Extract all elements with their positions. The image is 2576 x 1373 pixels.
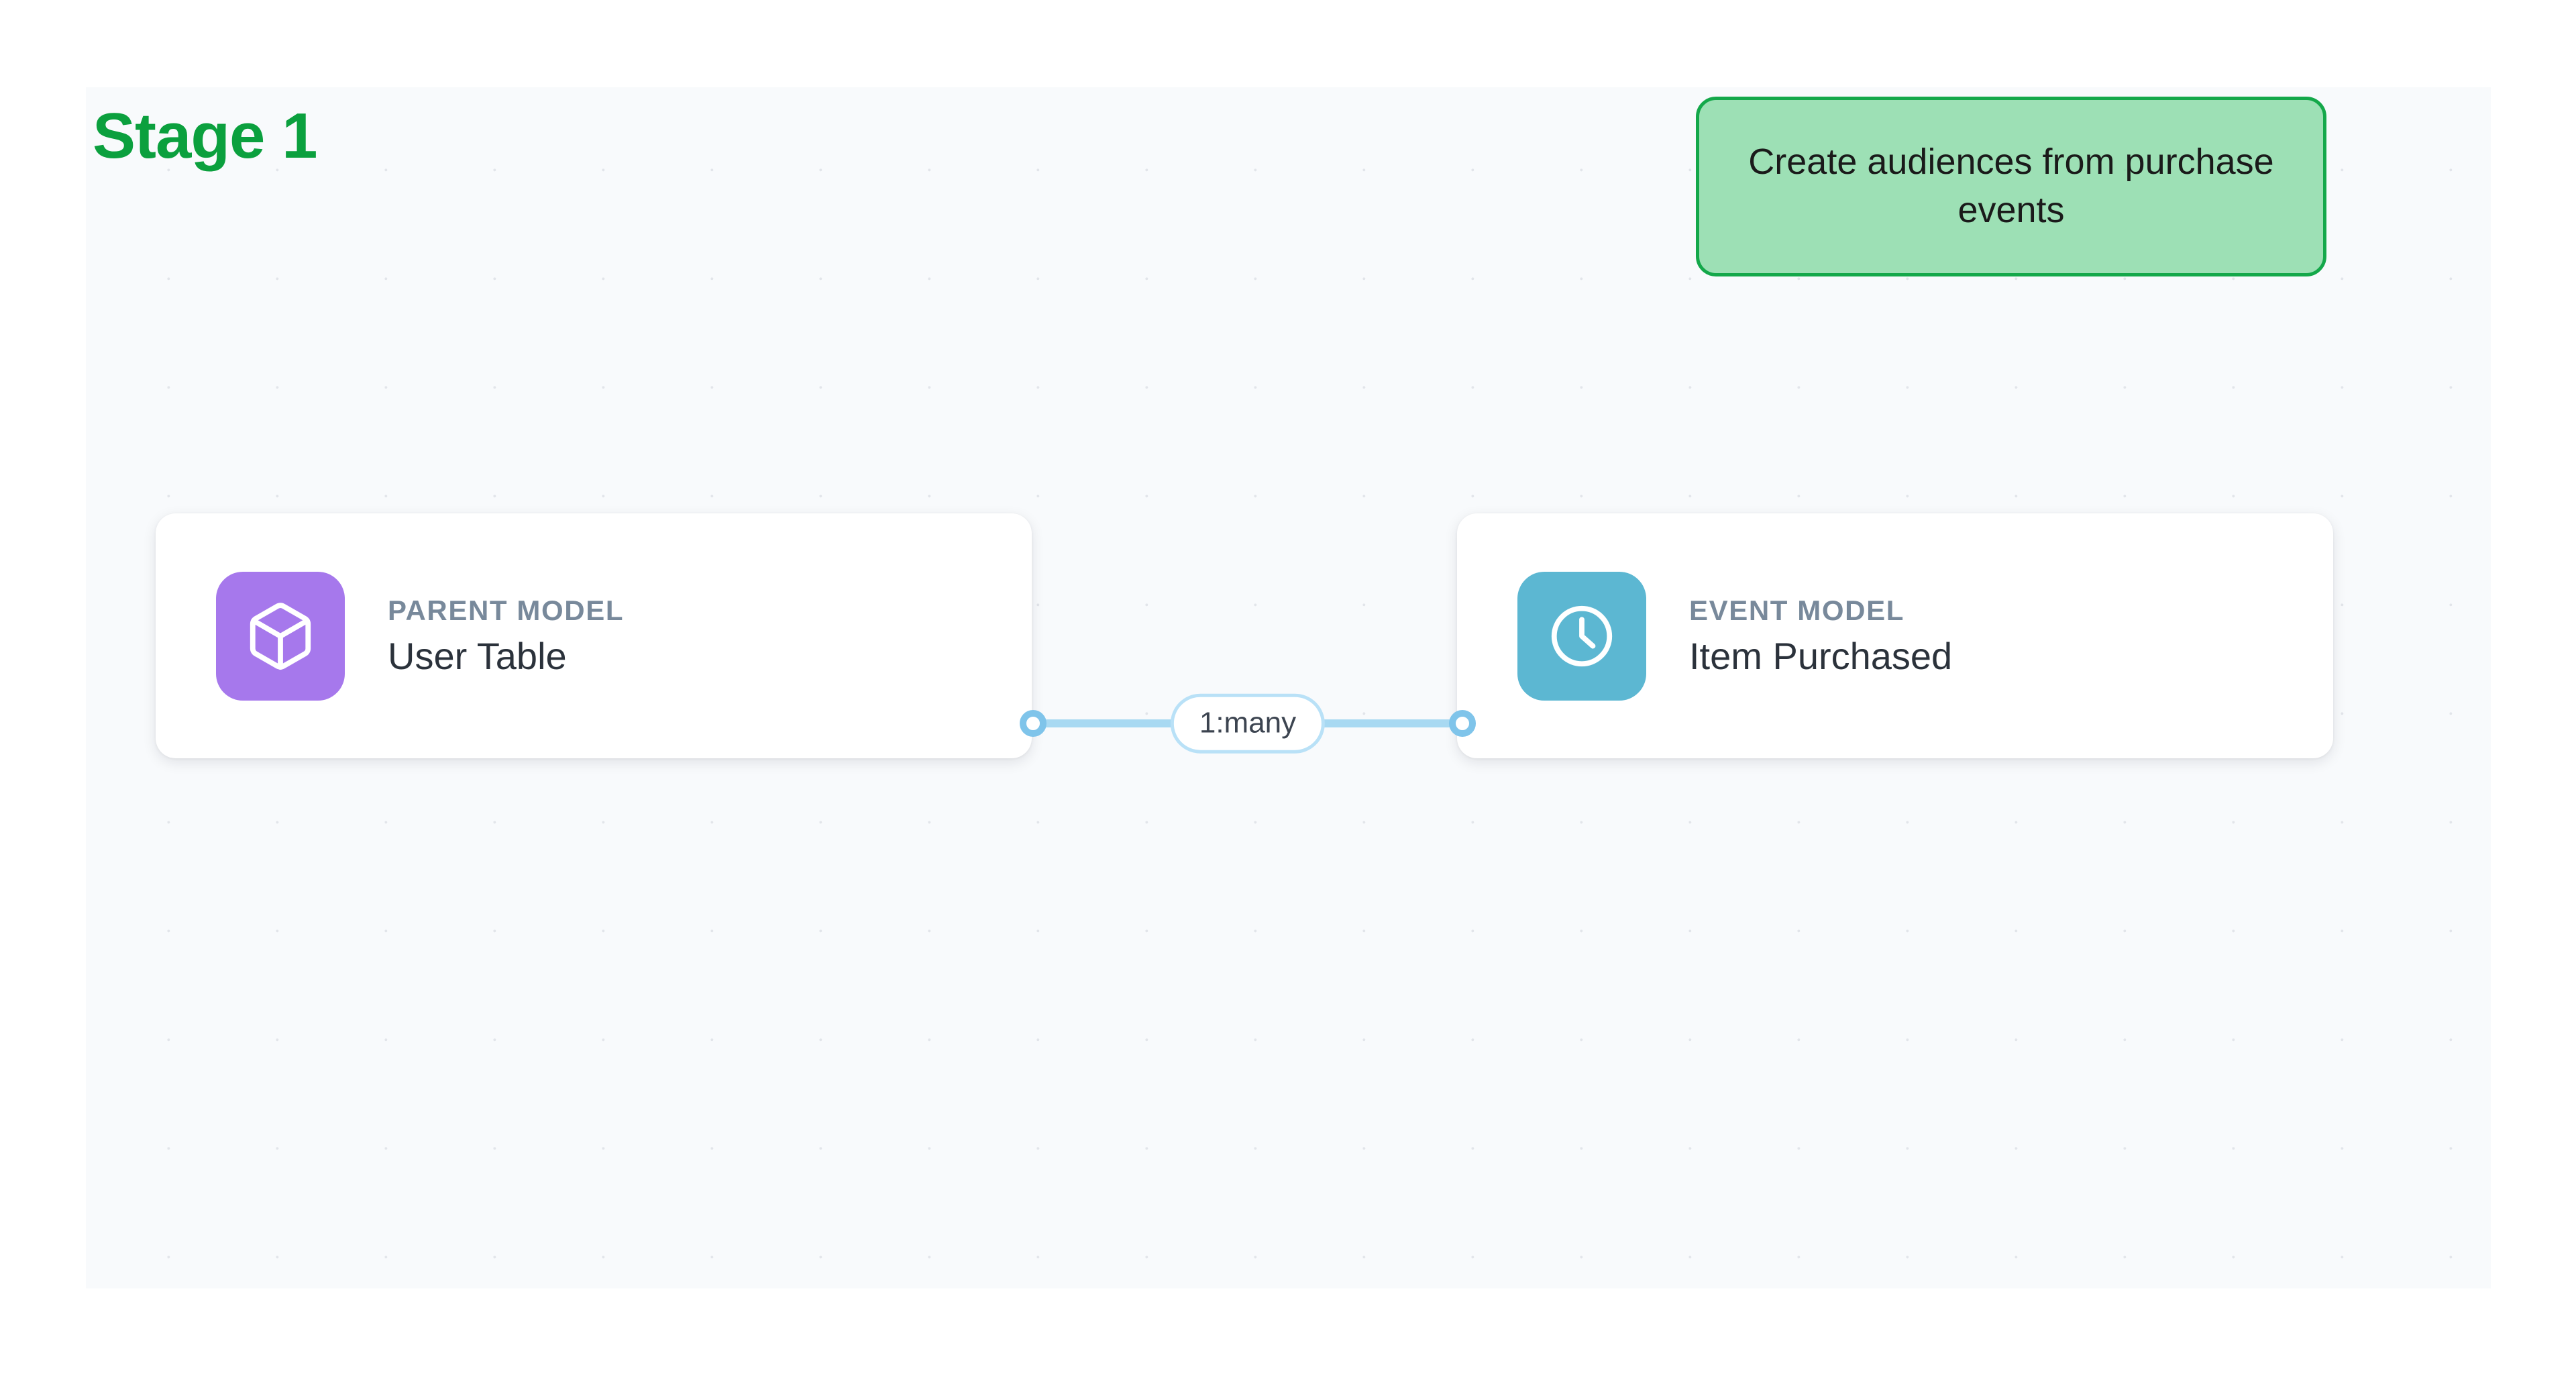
goal-badge-label: Create audiences from purchase events	[1748, 142, 2274, 230]
node-kicker: PARENT MODEL	[388, 594, 625, 626]
node-title: User Table	[388, 634, 567, 677]
node-text-block: EVENT MODEL Item Purchased	[1689, 595, 1952, 677]
clock-icon	[1517, 571, 1646, 701]
connector-line-left	[1032, 719, 1193, 727]
connector-handle-source[interactable]	[1020, 710, 1046, 737]
relationship-connector[interactable]: 1:many	[1020, 693, 1476, 754]
node-parent-model[interactable]: PARENT MODEL User Table	[156, 513, 1032, 758]
goal-badge: Create audiences from purchase events	[1696, 97, 2326, 276]
diagram-canvas[interactable]	[86, 87, 2491, 1288]
node-title: Item Purchased	[1689, 634, 1953, 677]
node-text-block: PARENT MODEL User Table	[388, 595, 624, 677]
node-kicker: EVENT MODEL	[1689, 594, 1904, 626]
cardinality-badge[interactable]: 1:many	[1170, 693, 1326, 754]
connector-line-right	[1303, 719, 1464, 727]
canvas-content	[86, 87, 2491, 1288]
page-title: Stage 1	[93, 100, 317, 172]
cube-icon	[216, 571, 345, 701]
node-event-model[interactable]: EVENT MODEL Item Purchased	[1457, 513, 2333, 758]
connector-handle-target[interactable]	[1449, 710, 1476, 737]
